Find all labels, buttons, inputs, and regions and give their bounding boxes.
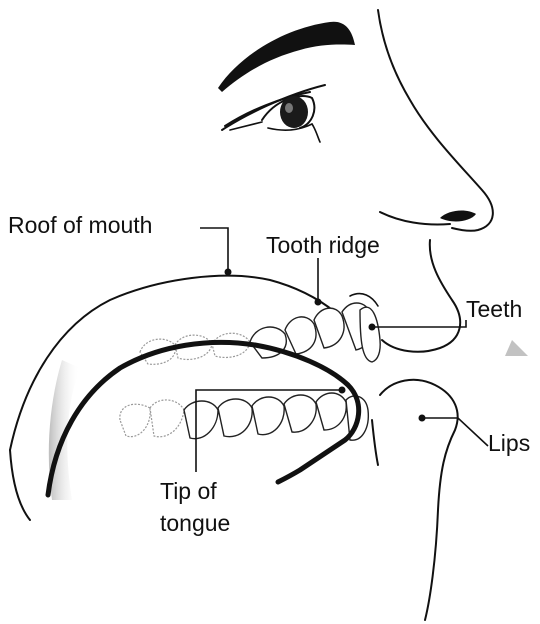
lower-teeth: [120, 393, 368, 440]
teeth-dot: [369, 324, 376, 331]
eyebrow: [218, 22, 355, 92]
upper-teeth: [140, 303, 380, 364]
teeth-label: Teeth: [466, 296, 522, 323]
lips-dot: [419, 415, 426, 422]
roof-of-mouth-label: Roof of mouth: [8, 212, 152, 239]
tip-of-tongue-dot: [339, 387, 346, 394]
upper-lip-profile: [382, 240, 460, 352]
tip-of-tongue-label-line1: Tip of: [160, 478, 217, 505]
teeth-leader: [372, 320, 466, 327]
lips-label: Lips: [488, 430, 530, 457]
lower-lip: [380, 380, 458, 620]
shadow-mark: [505, 340, 528, 356]
nostril-line: [380, 212, 450, 225]
eye: [222, 85, 325, 142]
tip-of-tongue-label-line2: tongue: [160, 510, 230, 537]
nostril: [440, 211, 476, 222]
roof-of-mouth-dot: [225, 269, 232, 276]
roof-of-mouth-leader: [200, 228, 228, 272]
tooth-ridge-dot: [315, 299, 322, 306]
throat-line: [10, 450, 30, 520]
face-profile: [378, 10, 493, 231]
lower-lip-inner: [372, 420, 378, 465]
tooth-ridge-label: Tooth ridge: [266, 232, 380, 259]
